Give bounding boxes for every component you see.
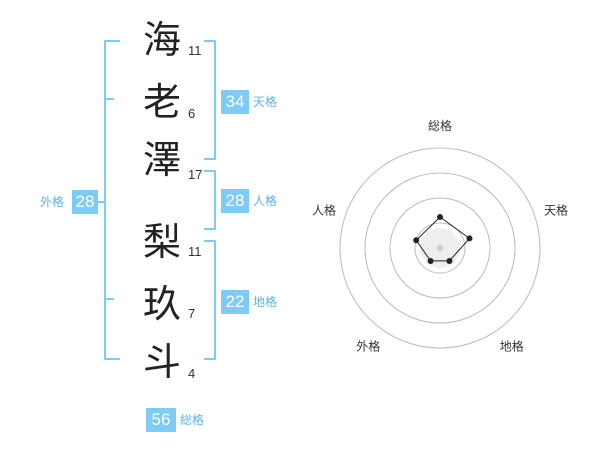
radar-center-dot xyxy=(437,245,443,251)
radar-ring-4 xyxy=(339,147,541,349)
radar-axis-label-1: 総格 xyxy=(428,118,452,133)
chikaku-label: 地格 xyxy=(253,295,278,309)
stroke-count-2: 6 xyxy=(188,106,196,121)
name-char-2: 老 xyxy=(142,80,181,124)
tenkaku-score: 34 xyxy=(221,90,249,114)
radar-axis-label-2: 天格 xyxy=(544,202,568,217)
gaikaku-score: 28 xyxy=(72,190,98,214)
radar-ring-3 xyxy=(364,172,516,324)
radar-axis-label-3: 地格 xyxy=(500,339,524,354)
stroke-count-5: 7 xyxy=(188,306,196,321)
soukaku-score: 56 xyxy=(146,408,176,432)
name-char-1: 海 xyxy=(142,18,181,62)
radar-axis-label-5: 人格 xyxy=(312,202,336,217)
radar-point-5 xyxy=(413,237,420,244)
radar-point-2 xyxy=(466,235,473,242)
stroke-count-4: 11 xyxy=(188,244,202,259)
gaikaku-label: 外格 xyxy=(40,195,65,209)
radar-point-4 xyxy=(427,257,434,264)
stroke-count-3: 17 xyxy=(188,167,203,182)
chikaku-score: 22 xyxy=(221,290,249,314)
soukaku-label: 総格 xyxy=(180,413,205,427)
radar-point-3 xyxy=(446,257,453,264)
name-char-6: 斗 xyxy=(142,340,181,384)
jinkaku-label: 人格 xyxy=(253,194,278,208)
stroke-count-1: 11 xyxy=(188,43,202,58)
tenkaku-label: 天格 xyxy=(253,95,278,109)
stroke-count-6: 4 xyxy=(188,366,196,381)
name-char-5: 玖 xyxy=(142,282,181,326)
radar-axis-label-4: 外格 xyxy=(356,339,380,354)
name-char-3: 澤 xyxy=(142,138,181,182)
jinkaku-score: 28 xyxy=(221,189,249,213)
name-char-4: 梨 xyxy=(142,220,181,264)
radar-point-1 xyxy=(437,214,443,220)
radar-ring-2 xyxy=(389,197,491,299)
radar-ring-1 xyxy=(414,222,466,274)
radar-polygon xyxy=(415,216,471,262)
